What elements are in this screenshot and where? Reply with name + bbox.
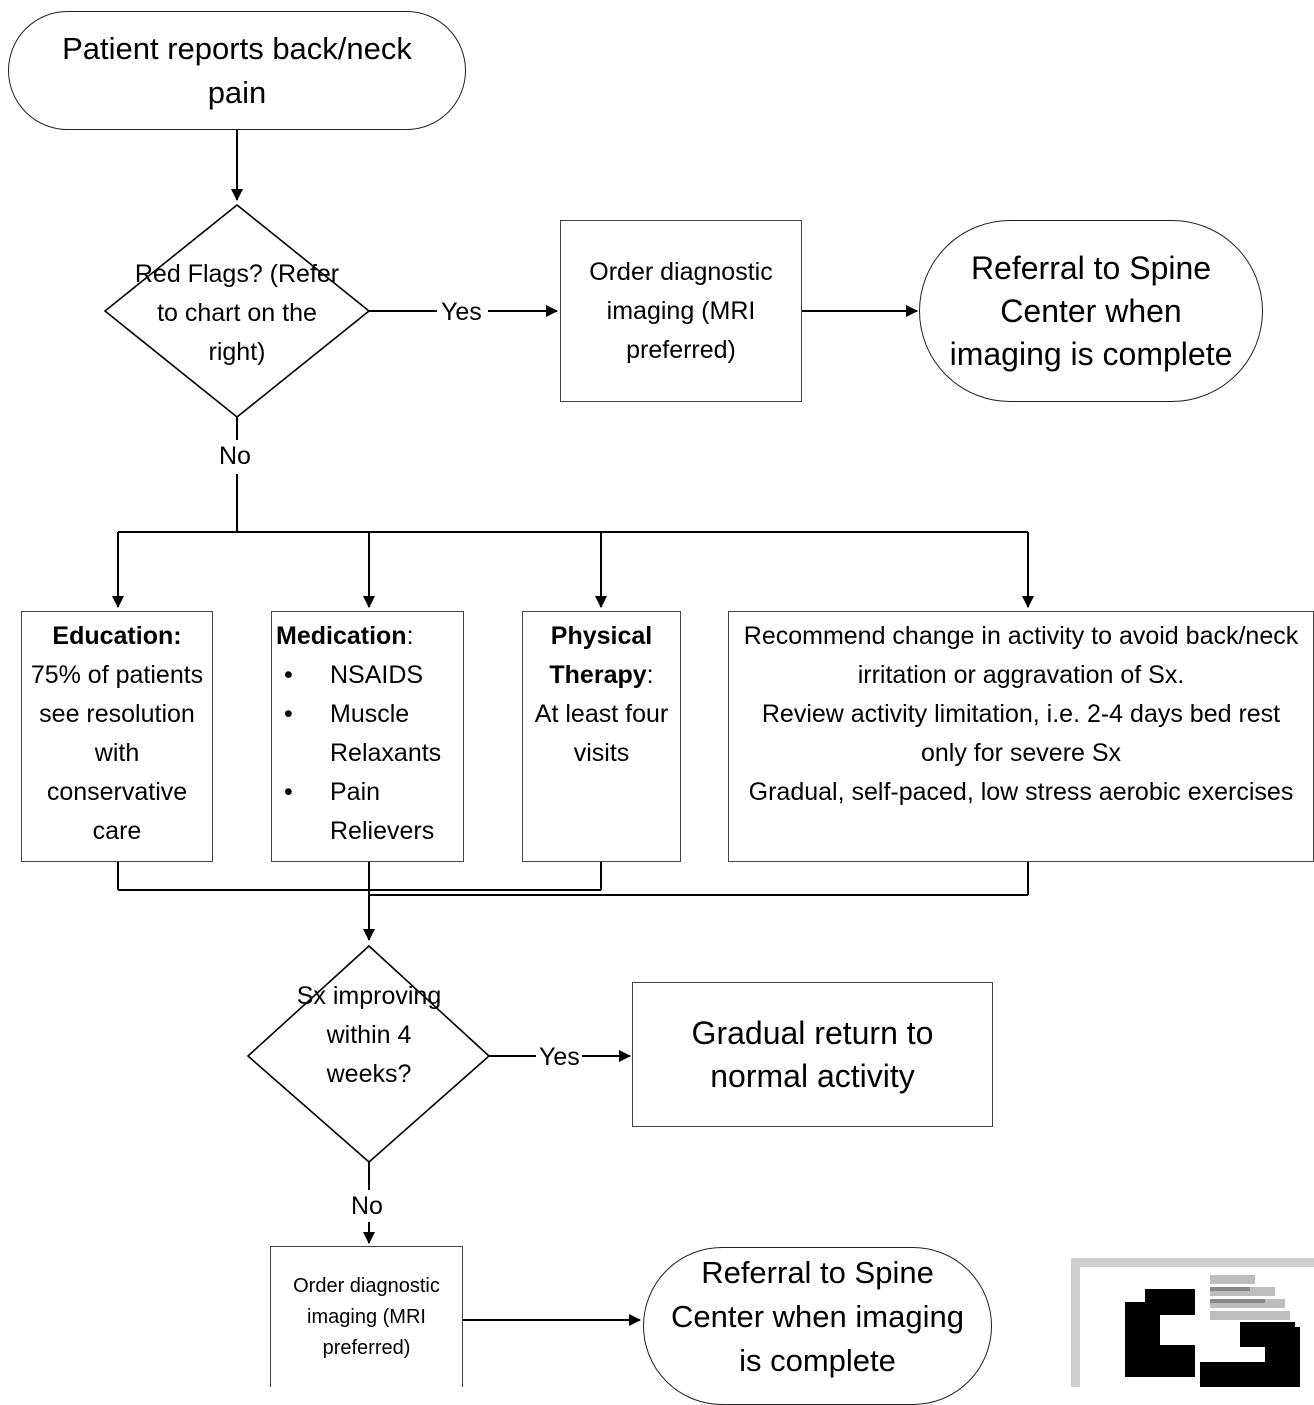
medical-cross-logo — [1071, 1258, 1314, 1389]
red-flags-decision-text: Red Flags? (Refer to chart on the right) — [134, 260, 340, 366]
activity-recommendation-box: Recommend change in activity to avoid ba… — [728, 611, 1314, 862]
medication-box: Medication: NSAIDS Muscle Relaxants Pain… — [271, 611, 464, 862]
improving-decision-text: Sx improving within 4 weeks? — [296, 982, 442, 1088]
pt-body: At least four visits — [534, 700, 669, 767]
activity-line-2: Review activity limitation, i.e. 2-4 day… — [761, 700, 1281, 767]
education-box: Education: 75% of patients see resolutio… — [21, 611, 213, 862]
activity-line-3: Gradual, self-paced, low stress aerobic … — [748, 778, 1294, 806]
education-body: 75% of patients see resolution with cons… — [30, 661, 204, 845]
no-label-2: No — [350, 1192, 384, 1220]
yes-label-2: Yes — [538, 1043, 581, 1071]
medication-list: NSAIDS Muscle Relaxants Pain Relievers — [276, 656, 463, 851]
start-terminator: Patient reports back/neck pain — [8, 11, 466, 130]
medication-item: Pain Relievers — [276, 773, 463, 851]
medication-item: NSAIDS — [276, 656, 463, 695]
pt-heading: Physical Therapy — [549, 622, 653, 689]
education-heading: Education: — [52, 622, 182, 650]
order-imaging-box-2: Order diagnostic imaging (MRI preferred) — [270, 1246, 463, 1387]
yes-label-1: Yes — [440, 298, 483, 326]
medical-cross-icon — [1125, 1275, 1300, 1389]
start-text: Patient reports back/neck pain — [62, 30, 412, 110]
pt-title: Physical Therapy: — [549, 622, 654, 689]
medication-title: Medication: — [276, 622, 414, 650]
order-imaging-box-1: Order diagnostic imaging (MRI preferred) — [560, 220, 802, 402]
return-to-activity-box: Gradual return to normal activity — [632, 982, 993, 1127]
medication-heading: Medication — [276, 622, 407, 650]
decision-diamond-improving — [246, 944, 491, 1164]
referral-terminator-1: Referral to Spine Center when imaging is… — [919, 220, 1263, 402]
medication-item: Muscle Relaxants — [276, 695, 463, 773]
decision-diamond-red-flags — [103, 203, 371, 419]
activity-line-1: Recommend change in activity to avoid ba… — [743, 622, 1299, 689]
no-label-1: No — [218, 442, 252, 470]
physical-therapy-box: Physical Therapy: At least four visits — [522, 611, 681, 862]
referral-terminator-2: Referral to Spine Center when imaging is… — [643, 1247, 992, 1405]
